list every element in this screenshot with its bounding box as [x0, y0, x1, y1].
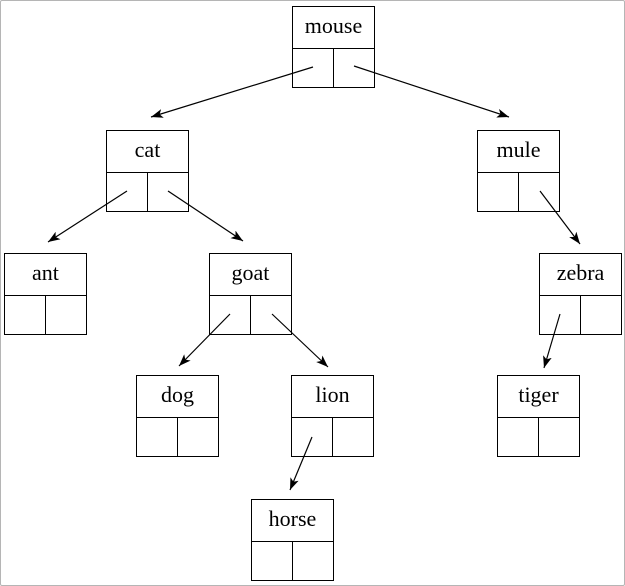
tree-node-zebra: zebra	[539, 253, 622, 335]
node-label: mouse	[304, 13, 363, 39]
right-pointer-cell	[251, 296, 291, 335]
pointer-cells	[540, 294, 621, 335]
right-pointer-cell	[148, 173, 188, 212]
node-label: tiger	[518, 382, 559, 408]
node-label: cat	[134, 137, 161, 163]
pointer-cells	[478, 171, 559, 212]
tree-node-mule: mule	[477, 130, 560, 212]
right-pointer-cell	[581, 296, 621, 335]
right-pointer-cell	[293, 542, 333, 581]
pointer-cells	[107, 171, 188, 212]
tree-node-mouse: mouse	[292, 6, 375, 88]
pointer-cells	[292, 416, 373, 457]
left-pointer-cell	[292, 417, 333, 456]
right-pointer-cell	[333, 418, 373, 457]
right-pointer-cell	[539, 418, 579, 457]
tree-node-dog: dog	[136, 375, 219, 457]
tree-node-tiger: tiger	[497, 375, 580, 457]
right-pointer-cell	[178, 418, 218, 457]
node-label: lion	[315, 382, 350, 408]
right-pointer-cell	[334, 49, 374, 88]
left-pointer-cell	[137, 417, 178, 456]
left-pointer-cell	[540, 295, 581, 334]
node-label: zebra	[556, 260, 605, 286]
tree-node-ant: ant	[4, 253, 87, 335]
left-pointer-cell	[210, 295, 251, 334]
pointer-cells	[210, 294, 291, 335]
node-label: ant	[32, 260, 59, 286]
left-pointer-cell	[107, 172, 148, 211]
left-pointer-cell	[252, 541, 293, 580]
pointer-cells	[293, 47, 374, 88]
right-pointer-cell	[46, 296, 86, 335]
pointer-cells	[5, 294, 86, 335]
node-label: dog	[161, 382, 194, 408]
left-pointer-cell	[498, 417, 539, 456]
right-pointer-cell	[519, 173, 559, 212]
node-label: goat	[231, 260, 270, 286]
left-pointer-cell	[293, 48, 334, 87]
node-label: mule	[496, 137, 541, 163]
tree-node-lion: lion	[291, 375, 374, 457]
pointer-cells	[137, 416, 218, 457]
tree-node-horse: horse	[251, 499, 334, 581]
left-pointer-cell	[478, 172, 519, 211]
pointer-cells	[252, 540, 333, 581]
tree-node-cat: cat	[106, 130, 189, 212]
left-pointer-cell	[5, 295, 46, 334]
node-label: horse	[268, 506, 317, 532]
tree-node-goat: goat	[209, 253, 292, 335]
pointer-cells	[498, 416, 579, 457]
